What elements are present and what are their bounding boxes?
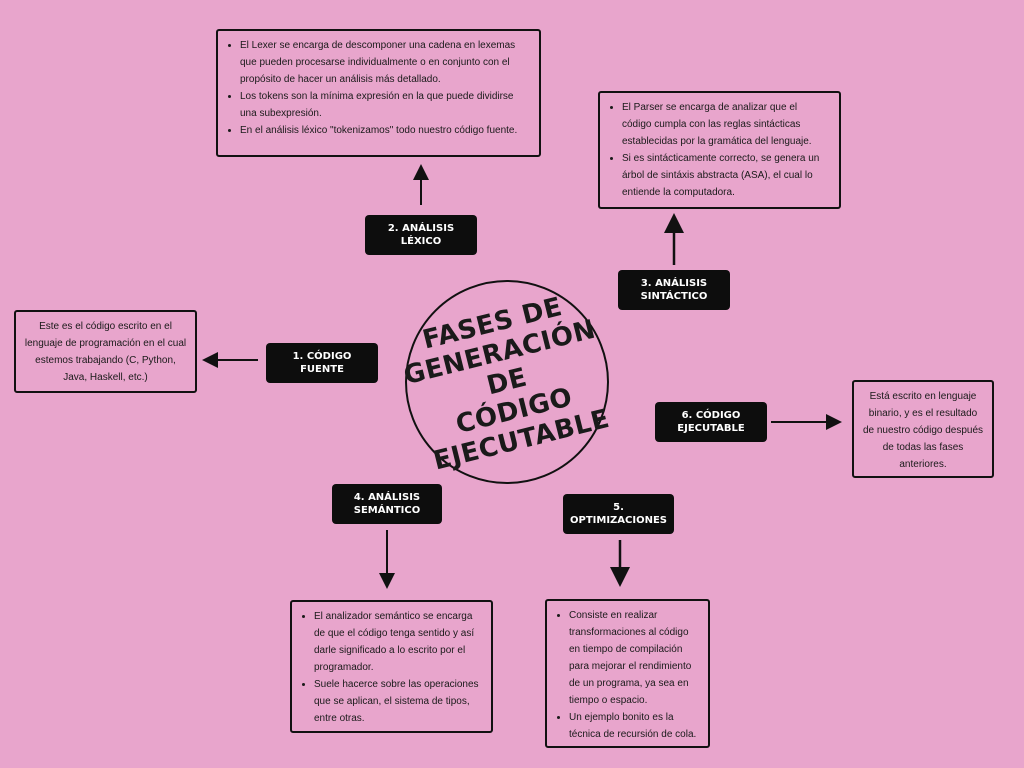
box-codigo-fuente: Este es el código escrito en el lenguaje…: [14, 310, 197, 393]
list-item: El analizador semántico se encarga de qu…: [314, 608, 481, 676]
box-optimizaciones: Consiste en realizar transformaciones al…: [545, 599, 710, 748]
list-item: Consiste en realizar transformaciones al…: [569, 607, 700, 709]
center-circle: FASES DE GENERACIÓN DE CÓDIGO EJECUTABLE: [401, 280, 613, 484]
codigo-ejecutable-text: Está escrito en lenguaje binario, y es e…: [862, 391, 984, 470]
label-analisis-sintactico: 3. ANÁLISIS SINTÁCTICO: [618, 270, 730, 310]
list-item: Si es sintácticamente correcto, se gener…: [622, 150, 825, 201]
label-analisis-semantico: 4. ANÁLISIS SEMÁNTICO: [332, 484, 442, 524]
list-item: El Parser se encarga de analizar que el …: [622, 99, 825, 150]
label-optimizaciones: 5. OPTIMIZACIONES: [563, 494, 674, 534]
box-analisis-semantico: El analizador semántico se encarga de qu…: [290, 600, 493, 733]
box-codigo-ejecutable: Está escrito en lenguaje binario, y es e…: [852, 380, 994, 478]
list-item: En el análisis léxico "tokenizamos" todo…: [240, 122, 521, 139]
codigo-fuente-text: Este es el código escrito en el lenguaje…: [24, 321, 187, 383]
box-analisis-sintactico: El Parser se encarga de analizar que el …: [598, 91, 841, 209]
analisis-lexico-list: El Lexer se encarga de descomponer una c…: [218, 37, 521, 139]
label-analisis-lexico: 2. ANÁLISIS LÉXICO: [365, 215, 477, 255]
analisis-semantico-list: El analizador semántico se encarga de qu…: [292, 608, 481, 727]
list-item: Suele hacerce sobre las operaciones que …: [314, 676, 481, 727]
list-item: Un ejemplo bonito es la técnica de recur…: [569, 709, 700, 743]
list-item: Los tokens son la mínima expresión en la…: [240, 88, 521, 122]
box-analisis-lexico: El Lexer se encarga de descomponer una c…: [216, 29, 541, 157]
label-codigo-fuente: 1. CÓDIGO FUENTE: [266, 343, 378, 383]
list-item: El Lexer se encarga de descomponer una c…: [240, 37, 521, 88]
optimizaciones-list: Consiste en realizar transformaciones al…: [547, 607, 700, 743]
analisis-sintactico-list: El Parser se encarga de analizar que el …: [600, 99, 825, 201]
label-codigo-ejecutable: 6. CÓDIGO EJECUTABLE: [655, 402, 767, 442]
